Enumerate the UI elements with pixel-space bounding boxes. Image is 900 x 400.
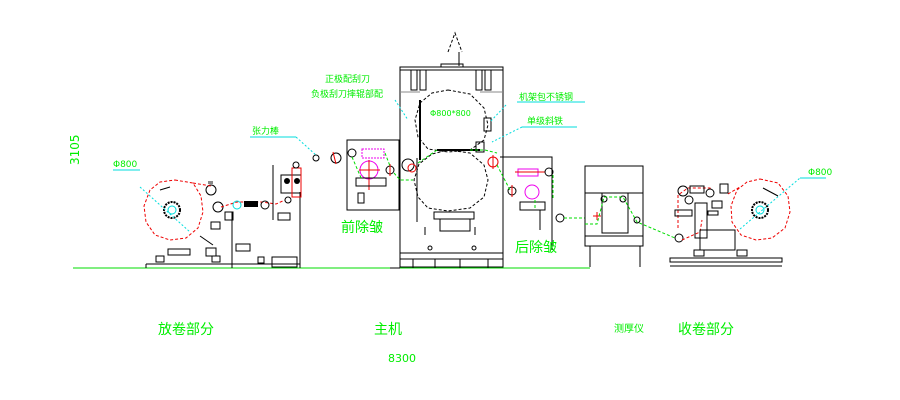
wedge-leader: [491, 126, 523, 143]
front-dewrinkle-label: 前除皱: [341, 219, 383, 236]
unwind-shaft: [167, 205, 177, 215]
front-dewrinkle-roller: [361, 148, 385, 159]
rewind-dia-leader: [739, 177, 801, 230]
idler-roller: [205, 184, 217, 196]
tension-bar-label: 张力棒: [252, 125, 279, 137]
scraper-leader: [394, 99, 409, 121]
rewind-web-path: [677, 187, 713, 228]
lower-roll: [413, 149, 489, 212]
upper-roll: [414, 89, 489, 153]
unwind-core: [163, 201, 181, 219]
rewind-section: [669, 177, 826, 267]
rear-dewrinkle-label: 后除皱: [515, 240, 557, 256]
unwind-dia-leader: [139, 186, 191, 233]
rewind-core: [751, 201, 769, 219]
unwind-roll-outline: [143, 179, 204, 241]
rear-web-path: [496, 164, 585, 219]
unwind-section: [113, 136, 320, 268]
gauge-web-path: [585, 196, 676, 239]
rewind-roll-dia-label: Φ800: [808, 168, 833, 178]
main-frame: [399, 66, 504, 268]
section-label-thickness: 测厚仪: [614, 322, 644, 335]
scraper-positive-label: 正极配刮刀: [325, 73, 370, 85]
unwind-roll-dia-label: Φ800: [113, 160, 138, 170]
section-label-main: 主机: [374, 322, 402, 338]
rewind-shaft: [755, 205, 765, 215]
section-label-unwind: 放卷部分: [158, 322, 214, 338]
thickness-gauge: [584, 165, 676, 267]
main-roll-size-label: Φ800*800: [430, 109, 471, 118]
rear-spreader-roll: [524, 184, 540, 200]
total-length-label: 8300: [388, 352, 416, 365]
wedge-label: 单级斜铁: [527, 115, 563, 127]
scraper-block: [483, 117, 492, 132]
rear-dewrinkle-section: [487, 155, 585, 250]
height-dimension-label: 3105: [68, 134, 82, 165]
idler-roller: [212, 201, 224, 213]
section-label-rewind: 收卷部分: [678, 322, 734, 338]
scraper-negative-label: 负极刮刀摔辊部配: [311, 88, 383, 100]
tension-bar-leader: [295, 136, 318, 157]
frame-cladding-label: 机架包不锈钢: [519, 91, 573, 103]
main-web-path: [417, 149, 498, 164]
front-dewrinkle-frame: [346, 139, 400, 211]
front-dewrinkle-section: [330, 139, 417, 211]
main-machine: [390, 31, 585, 269]
tension-bar: [312, 154, 320, 162]
rewind-roll-outline: [730, 178, 791, 241]
thickness-gauge-frame: [584, 165, 644, 247]
front-web-path: [351, 152, 413, 181]
frame-cladding-leader: [489, 104, 507, 123]
